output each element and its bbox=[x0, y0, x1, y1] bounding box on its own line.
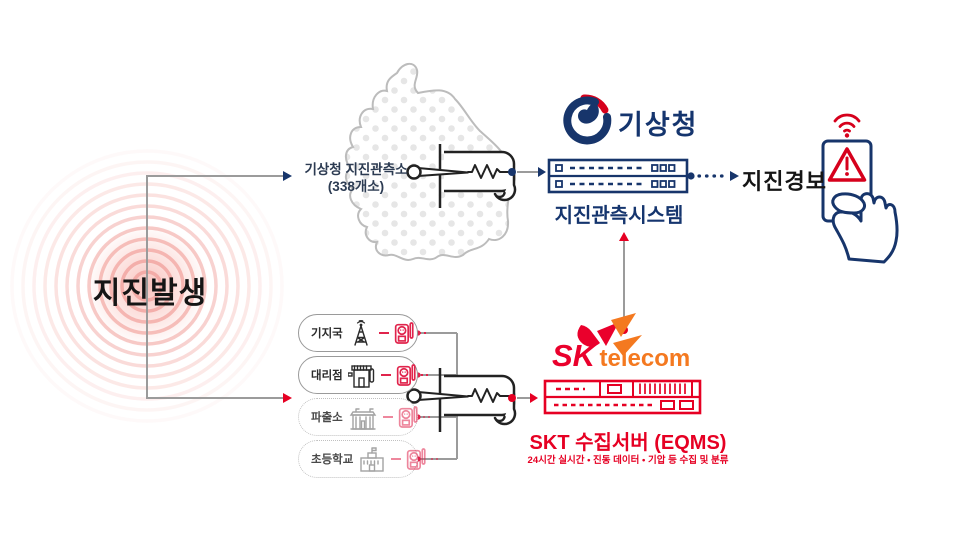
wifi-dot bbox=[844, 133, 850, 138]
antenna-icon bbox=[354, 320, 368, 346]
skt-server-desc: 24시간 실시간 • 진동 데이터 • 기압 등 수집 및 분류 bbox=[527, 455, 729, 466]
arrow-kma-server bbox=[538, 167, 546, 177]
pill-label: 기지국 bbox=[311, 328, 343, 340]
korea-map bbox=[345, 62, 512, 261]
sk-logo-icon bbox=[577, 313, 642, 356]
arrow-up bbox=[619, 232, 629, 241]
station-count: (338개소) bbox=[327, 179, 385, 194]
location-pill-retail-store: 대리점 bbox=[298, 356, 428, 394]
wifi-icon bbox=[833, 113, 861, 133]
skt-server-label: SKT 수집서버 (EQMS) bbox=[529, 432, 727, 454]
node-dot bbox=[508, 394, 516, 402]
sensor-icon bbox=[398, 406, 418, 428]
arrow-to-skt bbox=[283, 393, 292, 403]
pill-label: 초등학교 bbox=[311, 454, 354, 466]
arrow-alert bbox=[730, 171, 739, 181]
source-connector bbox=[146, 171, 292, 403]
kma-system-label: 지진관측시스템 bbox=[554, 205, 684, 227]
skt-server-icon bbox=[543, 379, 702, 415]
kma-logo-text: 기상청 bbox=[618, 110, 699, 140]
sensor-icon bbox=[394, 322, 414, 344]
node-dot bbox=[687, 172, 695, 180]
location-pill-elementary-school: 초등학교 bbox=[298, 440, 439, 478]
alert-label: 지진경보 bbox=[742, 169, 827, 194]
source-label: 지진발생 bbox=[92, 277, 208, 310]
station-label: 기상청 지진관측소 (338개소) bbox=[288, 161, 424, 195]
pill-label: 대리점 bbox=[311, 370, 343, 382]
location-pill-police-box: 파출소 bbox=[298, 398, 430, 436]
arrow-skt-server bbox=[530, 393, 538, 403]
police-station-icon bbox=[349, 408, 377, 430]
hand bbox=[831, 192, 899, 264]
kma-logo-icon bbox=[563, 94, 612, 145]
warning-exclamation-dot bbox=[845, 172, 849, 176]
pill-label: 파출소 bbox=[311, 412, 343, 424]
kma-server-icon bbox=[547, 158, 689, 194]
pills-connector bbox=[418, 332, 458, 460]
sensor-icon bbox=[407, 448, 426, 470]
alert-phone bbox=[821, 113, 899, 264]
arrow-to-kma bbox=[283, 171, 292, 181]
sensor-icon bbox=[396, 364, 416, 386]
sk-telecom-wordmark: SK telecom bbox=[552, 338, 702, 374]
location-pill-base-station: 기지국 bbox=[298, 314, 426, 352]
telecom-text: telecom bbox=[599, 345, 691, 372]
seismograph-icon-skt bbox=[406, 366, 517, 434]
station-label-line1: 기상청 지진관측소 bbox=[304, 162, 408, 177]
school-icon bbox=[360, 447, 385, 472]
store-icon bbox=[347, 365, 374, 388]
sk-text: SK bbox=[552, 338, 596, 373]
node-dot bbox=[508, 168, 516, 176]
thumb bbox=[831, 192, 866, 215]
